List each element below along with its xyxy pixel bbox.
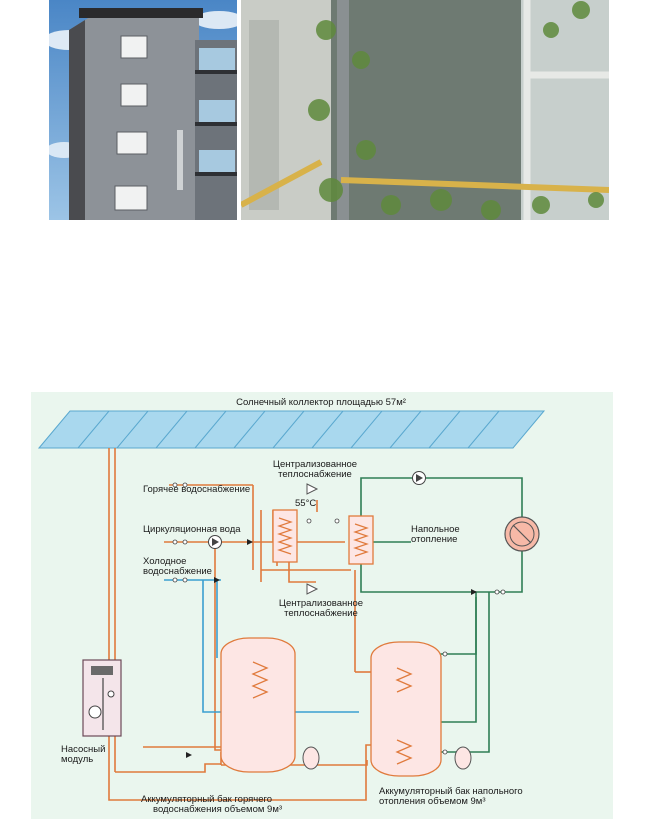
floor-heating-icon	[504, 516, 540, 552]
hot-water-tank	[220, 637, 296, 773]
floor-heating-tank	[370, 641, 442, 777]
hot-water-tank-label-2: водоснабжения объемом 9м³	[153, 804, 282, 815]
glazed-balcony-photo	[241, 0, 609, 220]
solar-heating-diagram: Солнечный коллектор площадью 57м²	[31, 392, 613, 819]
temperature-label: 55°С	[295, 498, 316, 509]
circulation-water-label: Циркуляционная вода	[143, 524, 241, 535]
floor-pump-icon	[412, 471, 426, 485]
central-heating-top-label-2: теплоснабжение	[278, 469, 352, 480]
pump-module-label-1: Насосный	[61, 744, 105, 755]
central-supply-arrow-top	[306, 483, 319, 495]
circulation-pump-icon	[208, 535, 222, 549]
solar-collector-label: Солнечный коллектор площадью 57м²	[236, 397, 406, 408]
floor-tank-label-1: Аккумуляторный бак напольного	[379, 786, 523, 797]
central-heating-bottom-label-2: теплоснабжение	[284, 608, 358, 619]
central-heating-bottom-label-1: Централизованное	[279, 598, 363, 609]
valve-icons	[186, 539, 477, 758]
solar-collector	[37, 410, 546, 449]
floor-tank-label-2: отопления объемом 9м³	[379, 796, 486, 807]
hot-water-tank-label-1: Аккумуляторный бак горячего	[141, 794, 272, 805]
floor-heating-label-2: отопление	[411, 534, 457, 545]
central-heating-top-label-1: Централизованное	[273, 459, 357, 470]
heat-exchanger-right	[348, 515, 374, 565]
hot-water-label: Горячее водоснабжение	[143, 484, 250, 495]
pump-module	[82, 659, 122, 737]
central-supply-arrow-bottom	[306, 583, 319, 595]
pump-module-label-2: модуль	[61, 754, 93, 765]
floor-heating-label-1: Напольное	[411, 524, 460, 535]
cold-water-label-1: Холодное	[143, 556, 186, 567]
building-photo	[49, 0, 237, 220]
expansion-vessel-icons	[302, 746, 472, 770]
cold-water-label-2: водоснабжение	[143, 566, 212, 577]
